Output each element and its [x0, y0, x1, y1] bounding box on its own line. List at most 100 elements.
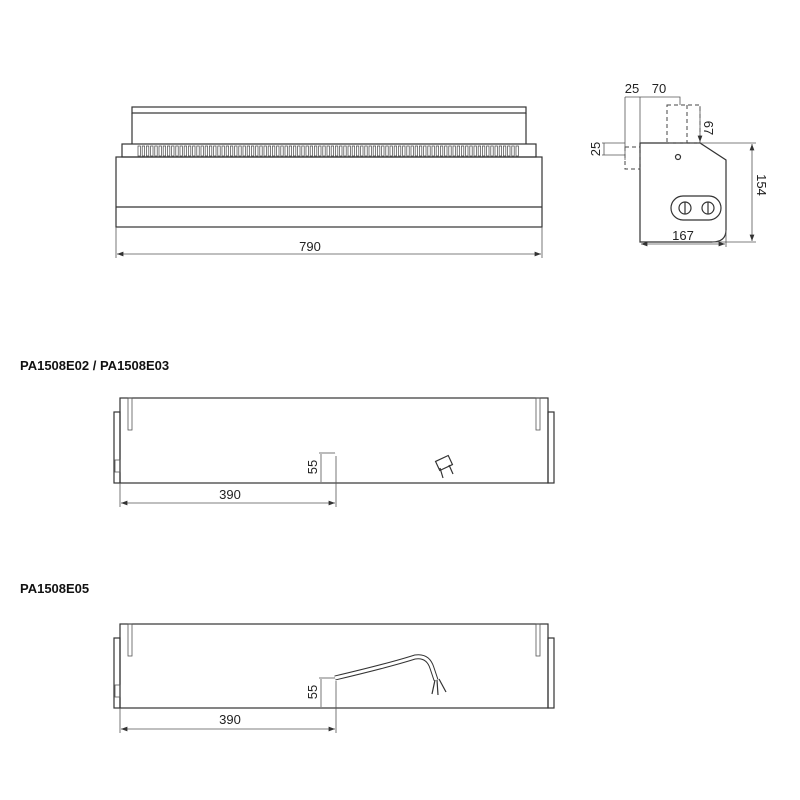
vent-rib: [330, 145, 334, 157]
vent-rib: [288, 145, 292, 157]
vent-rib: [343, 145, 347, 157]
vent-rib: [381, 145, 385, 157]
dim-154: 154: [754, 174, 769, 196]
vent-rib: [200, 145, 204, 157]
vent-rib: [507, 145, 511, 157]
vent-rib: [255, 145, 259, 157]
vent-rib: [490, 145, 494, 157]
vent-rib: [503, 145, 507, 157]
vent-rib: [452, 145, 456, 157]
vent-rib: [209, 145, 213, 157]
front-view: 790: [115, 106, 543, 258]
vent-rib: [280, 145, 284, 157]
dim-25-left: 25: [588, 142, 603, 156]
vent-rib: [263, 145, 267, 157]
vent-rib: [137, 145, 141, 157]
vent-rib: [217, 145, 221, 157]
vent-rib: [293, 145, 297, 157]
vent-rib: [440, 145, 444, 157]
vent-rib: [477, 145, 481, 157]
vent-rib: [339, 145, 343, 157]
vent-rib: [360, 145, 364, 157]
dim-70: 70: [652, 81, 666, 96]
vent-rib: [284, 145, 288, 157]
vent-rib: [188, 145, 192, 157]
vent-rib: [498, 145, 502, 157]
dim-55: 55: [305, 460, 320, 474]
vent-rib: [213, 145, 217, 157]
vent-rib: [305, 145, 309, 157]
vent-rib: [309, 145, 313, 157]
vent-ribs: [137, 145, 519, 157]
vent-rib: [154, 145, 158, 157]
plug-icon: [434, 454, 454, 479]
dim-390: 390: [219, 487, 241, 502]
vent-rib: [414, 145, 418, 157]
bare-wires-icon: [431, 678, 447, 696]
vent-rib: [402, 145, 406, 157]
vent-rib: [267, 145, 271, 157]
vent-rib: [183, 145, 187, 157]
vent-rib: [473, 145, 477, 157]
vent-rib: [377, 145, 381, 157]
vent-rib: [326, 145, 330, 157]
variant-plug-view: PA1508E02 / PA1508E03 55 390: [20, 358, 555, 507]
variant-wires-view: PA1508E05 55 390: [20, 581, 555, 733]
vent-rib: [511, 145, 515, 157]
vent-rib: [225, 145, 229, 157]
vent-rib: [372, 145, 376, 157]
vent-rib: [297, 145, 301, 157]
vent-rib: [347, 145, 351, 157]
vent-rib: [238, 145, 242, 157]
vent-rib: [162, 145, 166, 157]
vent-rib: [146, 145, 150, 157]
vent-rib: [150, 145, 154, 157]
vent-rib: [427, 145, 431, 157]
vent-rib: [246, 145, 250, 157]
vent-rib: [234, 145, 238, 157]
vent-rib: [301, 145, 305, 157]
vent-rib: [515, 145, 519, 157]
variant-title: PA1508E02 / PA1508E03: [20, 358, 169, 373]
vent-rib: [419, 145, 423, 157]
vent-rib: [389, 145, 393, 157]
vent-rib: [368, 145, 372, 157]
vent-rib: [448, 145, 452, 157]
side-view: 25 70 67 25 154 167: [588, 81, 769, 247]
vent-rib: [158, 145, 162, 157]
vent-rib: [141, 145, 145, 157]
vent-rib: [461, 145, 465, 157]
vent-rib: [179, 145, 183, 157]
dim-25-top: 25: [625, 81, 639, 96]
variant-title: PA1508E05: [20, 581, 89, 596]
vent-rib: [465, 145, 469, 157]
width-dimension: 790: [299, 239, 321, 254]
vent-rib: [435, 145, 439, 157]
vent-rib: [444, 145, 448, 157]
dim-390: 390: [219, 712, 241, 727]
vent-rib: [393, 145, 397, 157]
vent-rib: [167, 145, 171, 157]
vent-rib: [469, 145, 473, 157]
vent-rib: [335, 145, 339, 157]
vent-rib: [314, 145, 318, 157]
vent-rib: [196, 145, 200, 157]
vent-rib: [204, 145, 208, 157]
vent-rib: [385, 145, 389, 157]
vent-rib: [171, 145, 175, 157]
vent-rib: [406, 145, 410, 157]
vent-rib: [221, 145, 225, 157]
vent-rib: [356, 145, 360, 157]
vent-rib: [351, 145, 355, 157]
dim-167: 167: [672, 228, 694, 243]
vent-rib: [431, 145, 435, 157]
dim-55: 55: [305, 685, 320, 699]
vent-rib: [242, 145, 246, 157]
vent-rib: [482, 145, 486, 157]
vent-rib: [486, 145, 490, 157]
vent-rib: [410, 145, 414, 157]
vent-rib: [364, 145, 368, 157]
dim-67: 67: [701, 121, 716, 135]
vent-rib: [230, 145, 234, 157]
